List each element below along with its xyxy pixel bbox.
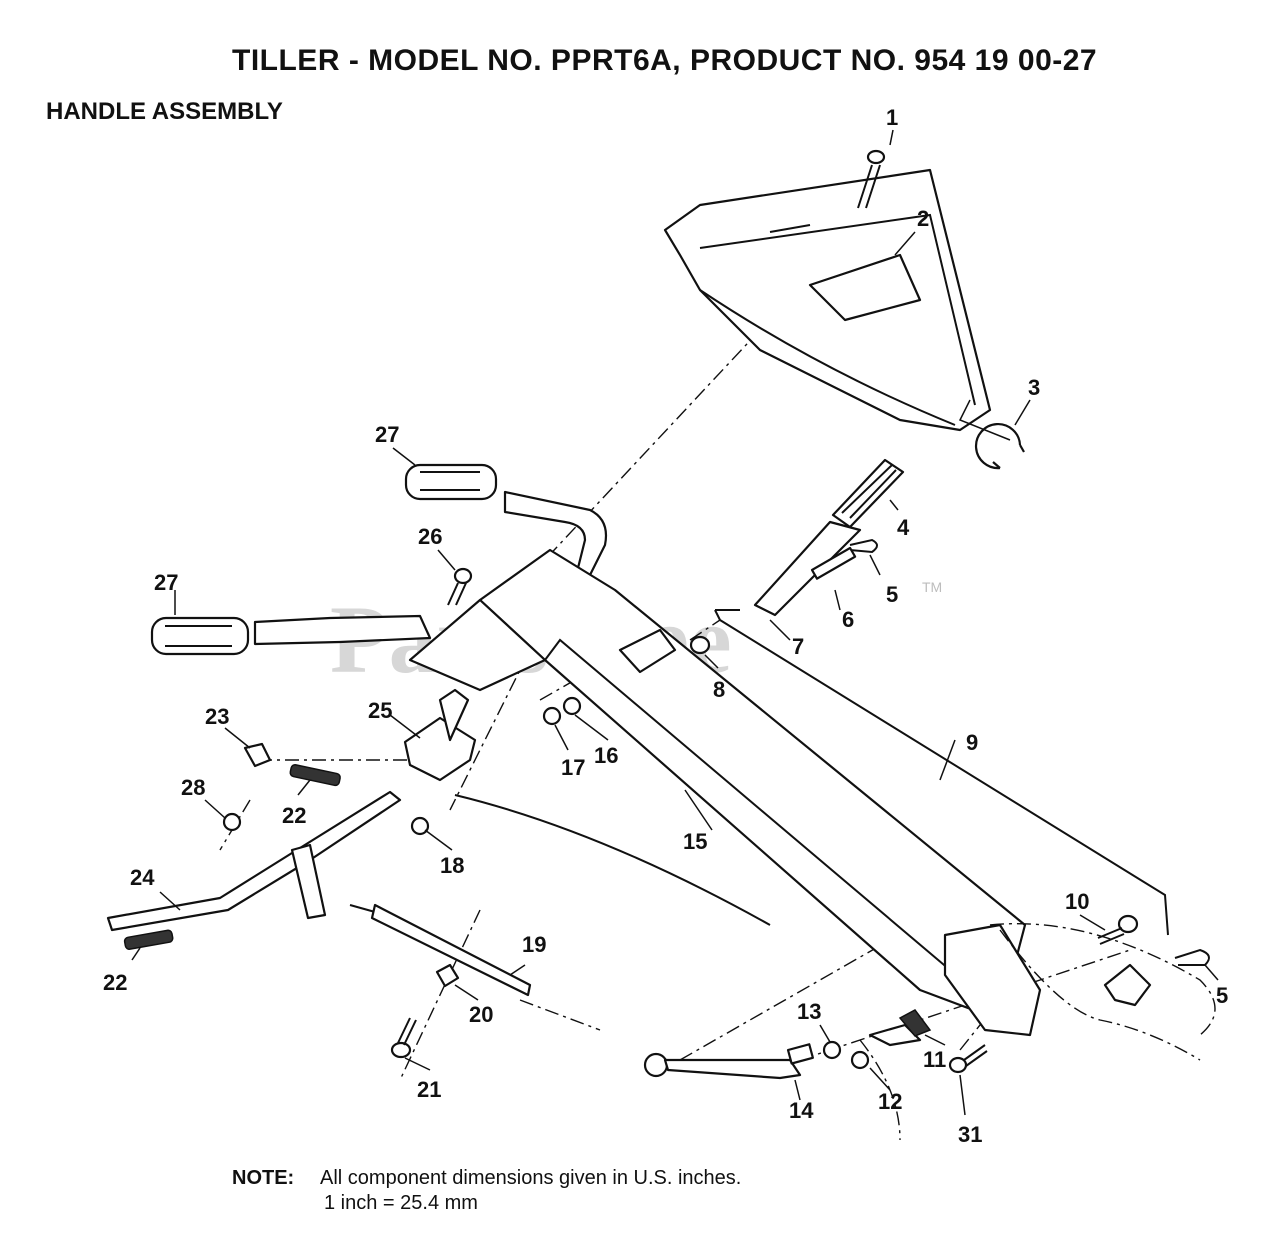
callout-2: 2 [917, 206, 929, 231]
spring-lower [123, 929, 174, 950]
clip-23 [243, 742, 272, 768]
screw [857, 149, 886, 209]
callout-24: 24 [130, 865, 155, 890]
callouts: 1 2 3 4 5 5 6 7 8 9 10 11 12 13 14 15 16… [103, 105, 1228, 1147]
callout-11: 11 [923, 1047, 946, 1072]
bracket-25 [403, 688, 477, 782]
hairpin-clip-lower [1174, 948, 1210, 966]
control-rod [106, 790, 402, 932]
callout-28: 28 [181, 775, 205, 800]
note: NOTE: All component dimensions given in U… [232, 1167, 741, 1215]
shift-lever-grip [753, 458, 905, 617]
callout-22a: 22 [282, 803, 306, 828]
callout-20: 20 [469, 1002, 493, 1027]
bolt-31 [948, 1044, 988, 1074]
callout-4: 4 [897, 515, 910, 540]
nut-12 [850, 1050, 870, 1070]
callout-15: 15 [683, 829, 707, 854]
callout-8: 8 [713, 677, 725, 702]
callout-5a: 5 [886, 582, 898, 607]
cable-19 [349, 903, 532, 997]
handle-tube [408, 548, 1027, 1022]
nut-17 [542, 706, 562, 726]
page-title: TILLER - MODEL NO. PPRT6A, PRODUCT NO. 9… [232, 44, 1098, 77]
watermark-tm: TM [922, 579, 942, 595]
callout-1: 1 [886, 105, 898, 130]
handle-panel [663, 168, 992, 432]
bolt-6 [810, 546, 857, 580]
callout-21: 21 [417, 1077, 441, 1102]
shift-rod [714, 609, 1169, 936]
callout-27b: 27 [154, 570, 178, 595]
knob-11 [898, 1009, 932, 1037]
callout-19: 19 [522, 932, 546, 957]
callout-22b: 22 [103, 970, 127, 995]
callout-5b: 5 [1216, 983, 1228, 1008]
callout-18: 18 [440, 853, 464, 878]
callout-13: 13 [797, 999, 821, 1024]
grip-upper [404, 463, 608, 582]
callout-9: 9 [966, 730, 978, 755]
hairpin-clip [849, 538, 878, 554]
callout-23: 23 [205, 704, 229, 729]
callout-31: 31 [958, 1122, 982, 1147]
callout-10: 10 [1065, 889, 1089, 914]
callout-27a: 27 [375, 422, 399, 447]
callout-17: 17 [561, 755, 585, 780]
callout-7: 7 [792, 634, 804, 659]
bolt-26 [447, 567, 473, 606]
note-line-1: All component dimensions given in U.S. i… [320, 1167, 742, 1189]
cable-clip [435, 963, 460, 988]
section-title: HANDLE ASSEMBLY [46, 98, 283, 125]
control-cable [454, 794, 771, 926]
callout-6: 6 [842, 607, 854, 632]
shift-lever [643, 1043, 814, 1080]
shift-bracket [1103, 963, 1152, 1007]
bolt-10 [1097, 914, 1139, 945]
washer-13 [822, 1040, 842, 1060]
callout-14: 14 [789, 1098, 814, 1123]
retaining-ring [974, 423, 1025, 470]
washer-16 [562, 696, 582, 716]
callout-26: 26 [418, 524, 442, 549]
nut-18 [410, 816, 430, 836]
spring-upper [289, 763, 341, 787]
callout-3: 3 [1028, 375, 1040, 400]
note-line-2: 1 inch = 25.4 mm [324, 1192, 478, 1214]
callout-12: 12 [878, 1089, 902, 1114]
shift-plate [868, 1023, 922, 1047]
callout-25: 25 [368, 698, 392, 723]
callout-16: 16 [594, 743, 618, 768]
grip-lower [150, 614, 432, 656]
bushing [689, 635, 711, 655]
leader-lines [131, 129, 1219, 1116]
screw-21 [390, 1017, 417, 1059]
note-label: NOTE: [232, 1167, 295, 1189]
nut-28 [222, 812, 242, 832]
